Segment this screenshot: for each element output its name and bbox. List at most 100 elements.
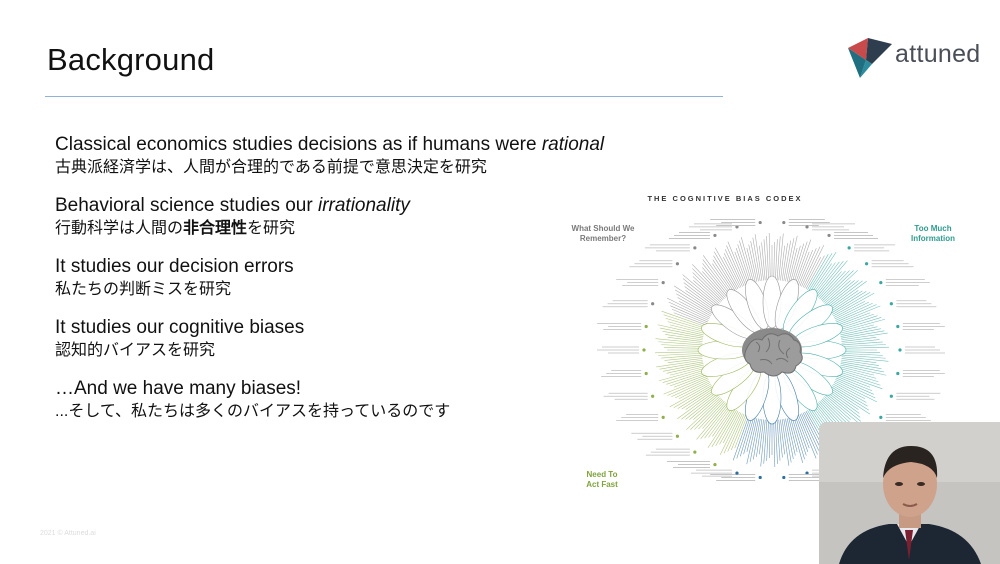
codex-ray <box>837 372 883 390</box>
codex-ray <box>840 363 884 373</box>
codex-ray <box>829 290 859 311</box>
codex-ray <box>702 402 726 429</box>
codex-ray <box>780 245 785 281</box>
codex-ray <box>689 394 719 420</box>
codex-ray <box>786 418 796 456</box>
bullet-item: It studies our decision errors 私たちの判断ミスを… <box>55 255 695 302</box>
codex-ray <box>670 372 707 387</box>
codex-ray <box>737 244 751 284</box>
codex-ray <box>658 353 703 356</box>
codex-ray <box>723 253 742 288</box>
codex-ray <box>835 302 873 321</box>
codex-ray <box>760 419 766 467</box>
codex-ray <box>836 376 873 392</box>
codex-ray <box>685 393 718 420</box>
codex-ray <box>719 411 739 445</box>
bullet-english: Classical economics studies decisions as… <box>55 134 605 155</box>
codex-ray <box>801 246 821 287</box>
codex-ray <box>734 415 748 449</box>
codex-ray <box>756 419 763 457</box>
bullet-english: It studies our cognitive biases <box>55 317 305 338</box>
bullet-english: …And we have many biases! <box>55 378 302 399</box>
codex-ray <box>724 249 743 287</box>
codex-label-dot <box>644 371 648 376</box>
codex-ray <box>836 377 874 395</box>
codex-ray <box>830 290 863 312</box>
codex-ray <box>662 369 706 383</box>
codex-ray <box>727 414 745 452</box>
codex-ray <box>836 305 881 324</box>
codex-ray <box>669 324 705 334</box>
codex-ray <box>661 354 703 359</box>
codex-ray <box>801 413 820 451</box>
codex-ray <box>825 394 862 426</box>
codex-ray <box>678 300 711 318</box>
codex-ray <box>663 314 706 329</box>
presenter-webcam[interactable] <box>819 422 1000 564</box>
codex-ray <box>768 233 771 281</box>
codex-ray <box>788 417 798 453</box>
codex-ray <box>788 247 798 283</box>
codex-ray <box>793 241 808 284</box>
codex-ray <box>678 382 711 400</box>
codex-ray <box>759 245 764 281</box>
codex-label-dot <box>896 371 900 376</box>
codex-ray <box>673 385 712 409</box>
codex-ray <box>799 248 817 286</box>
codex-ray <box>839 366 875 376</box>
codex-ray <box>681 388 714 410</box>
codex-ray <box>677 386 713 409</box>
codex-ray <box>838 371 881 386</box>
codex-ray <box>682 274 719 306</box>
codex-label-dot <box>735 225 739 229</box>
codex-ray <box>811 263 832 293</box>
codex-ray <box>833 383 867 403</box>
codex-ray <box>834 380 878 403</box>
codex-title: THE COGNITIVE BIAS CODEX <box>647 194 803 203</box>
codex-ray <box>840 328 881 337</box>
codex-ray <box>667 321 705 332</box>
codex-ray <box>659 368 705 382</box>
codex-ray <box>841 346 889 349</box>
codex-ray <box>773 242 775 281</box>
codex-ray <box>841 337 877 342</box>
codex-ray <box>753 418 761 460</box>
codex-ray <box>663 363 704 372</box>
codex-ray <box>677 390 716 420</box>
slide-footer: 2021 © Attuned.ai <box>40 530 96 537</box>
codex-ray <box>730 414 746 451</box>
codex-ray <box>670 305 708 323</box>
codex-ray <box>657 324 704 336</box>
codex-ray <box>673 374 707 388</box>
codex-ray <box>841 351 880 353</box>
codex-ray <box>841 332 888 341</box>
codex-ray <box>798 249 814 286</box>
codex-ray <box>702 255 732 294</box>
bullet-japanese: 行動科学は人間の非合理性を研究 <box>55 220 296 237</box>
codex-label-dot <box>847 246 851 250</box>
codex-label-dot <box>675 434 680 438</box>
bullet-list: Classical economics studies decisions as… <box>55 133 695 438</box>
codex-ray <box>796 251 810 285</box>
codex-label-dot <box>693 450 697 454</box>
codex-ray <box>807 254 829 290</box>
codex-ray <box>778 233 784 281</box>
codex-petals <box>697 275 847 425</box>
bullet-japanese: 古典派経済学は、人間が合理的である前提で意思決定を研究 <box>55 159 487 176</box>
codex-ray <box>661 344 703 347</box>
codex-ray <box>828 390 860 414</box>
codex-ray <box>769 419 771 458</box>
codex-ray <box>838 369 879 383</box>
codex-ray <box>841 359 879 366</box>
codex-ray <box>714 247 739 289</box>
codex-ray <box>739 416 753 457</box>
codex-ray <box>824 280 851 304</box>
title-divider <box>45 96 723 97</box>
codex-ray <box>693 280 720 304</box>
codex-ray <box>802 412 821 447</box>
codex-label-dot <box>642 348 646 352</box>
codex-label-dot <box>879 415 883 419</box>
codex-ray <box>840 330 885 339</box>
codex-ray <box>791 416 805 460</box>
codex-ray <box>754 234 763 281</box>
